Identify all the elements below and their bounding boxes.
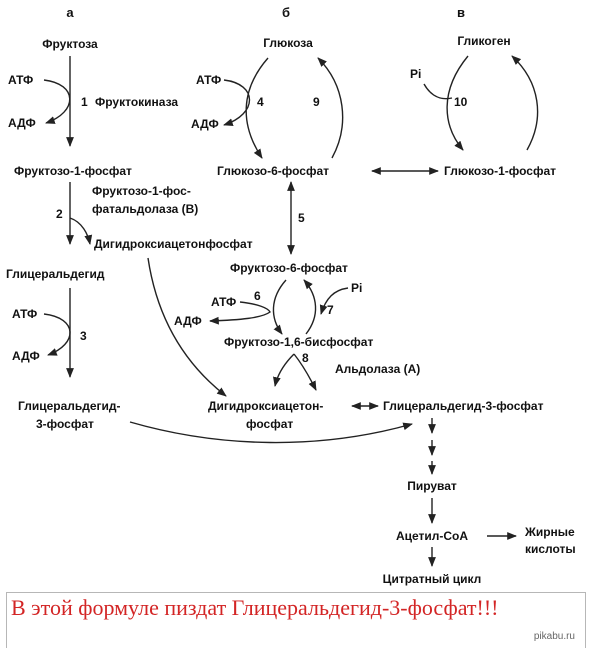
arrow-f16bp-pi-7 [319, 287, 349, 315]
node-atp-6: АТФ [211, 295, 236, 309]
step-2-number: 2 [56, 207, 63, 221]
node-fructose-1-phosphate: Фруктозо-1-фосфат [14, 164, 132, 178]
node-g3p-left-line2: 3-фосфат [36, 417, 94, 431]
node-glucose-6-phosphate: Глюкозо-6-фосфат [217, 164, 329, 178]
arrow-f16bp-to-f6p [303, 279, 317, 335]
step-3-number: 3 [80, 329, 87, 343]
arrow-f1p-branch-to-dhap [69, 217, 93, 245]
enzyme-aldolase-b-line2: фатальдолаза (В) [92, 202, 198, 216]
node-atp-4: АТФ [196, 73, 221, 87]
arrow-atp-to-adp-6 [209, 301, 271, 325]
step-10-number: 10 [454, 95, 468, 109]
node-citric-cycle: Цитратный цикл [383, 572, 482, 586]
node-adp-3: АДФ [12, 349, 40, 363]
step-5-number: 5 [298, 211, 305, 225]
node-g3p-left-line1: Глицеральдегид- [18, 399, 121, 413]
node-adp-6: АДФ [174, 314, 202, 328]
node-fructose: Фруктоза [42, 37, 98, 51]
arrow-g3p-left-to-g3p-right [129, 421, 413, 444]
column-label-c: в [457, 5, 465, 20]
node-fructose-6-phosphate: Фруктозо-6-фосфат [230, 261, 348, 275]
enzyme-aldolase-b-line1: Фруктозо-1-фос- [92, 184, 191, 198]
arrow-glucose-to-g6p [245, 57, 269, 159]
node-fatty-acids-line2: кислоты [525, 542, 576, 556]
arrow-f16bp-to-dhap [273, 353, 295, 387]
node-atp-1: АТФ [8, 73, 33, 87]
node-adp-1: АДФ [8, 116, 36, 130]
enzyme-aldolase-a: Альдолаза (А) [335, 362, 420, 376]
arrow-f6p-to-f16bp [272, 279, 287, 335]
node-fatty-acids-line1: Жирные [524, 525, 575, 539]
node-pi-7: Pi [351, 281, 362, 295]
step-6-number: 6 [254, 289, 261, 303]
node-glycogen: Гликоген [457, 34, 510, 48]
node-glucose: Глюкоза [263, 36, 313, 50]
step-1-number: 1 [81, 95, 88, 109]
node-glyceraldehyde: Глицеральдегид [6, 267, 105, 281]
arrow-g6p-to-glucose [317, 57, 344, 159]
node-g3p-right: Глицеральдегид-3-фосфат [383, 399, 544, 413]
step-7-number: 7 [327, 303, 334, 317]
column-label-a: а [66, 5, 74, 20]
caption-text: В этой формуле пиздат Глицеральдегид-3-ф… [11, 595, 499, 620]
arrow-atp-to-adp-4 [223, 79, 251, 127]
arrow-g1p-to-glycogen [511, 55, 539, 151]
node-acetyl-coa: Ацетил-СоА [396, 529, 468, 543]
node-dhap-top: Дигидроксиацетонфосфат [94, 237, 253, 251]
node-glucose-1-phosphate: Глюкозо-1-фосфат [444, 164, 556, 178]
arrow-f16bp-to-g3p [293, 353, 317, 391]
node-pyruvate: Пируват [407, 479, 457, 493]
step-4-number: 4 [257, 95, 264, 109]
column-label-b: б [282, 5, 290, 20]
arrow-dhap-top-to-dhap-bottom [147, 257, 227, 397]
arrow-atp-to-adp-3 [43, 313, 71, 356]
step-8-number: 8 [302, 351, 309, 365]
node-fructose-1-6-bisphosphate: Фруктозо-1,6-бисфосфат [224, 335, 373, 349]
pi-10-input-line [423, 83, 453, 100]
node-atp-3: АТФ [12, 307, 37, 321]
node-adp-4: АДФ [191, 117, 219, 131]
arrow-glycogen-to-g1p [446, 55, 469, 151]
node-pi-10: Pi [410, 67, 421, 81]
node-dhap-bottom-line2: фосфат [246, 417, 293, 431]
arrow-atp-to-adp-1 [43, 79, 71, 124]
step-1-enzyme: Фруктокиназа [95, 95, 178, 109]
watermark: pikabu.ru [533, 631, 575, 642]
caption-box: В этой формуле пиздат Глицеральдегид-3-ф… [6, 592, 586, 648]
node-dhap-bottom-line1: Дигидроксиацетон- [208, 399, 323, 413]
step-9-number: 9 [313, 95, 320, 109]
